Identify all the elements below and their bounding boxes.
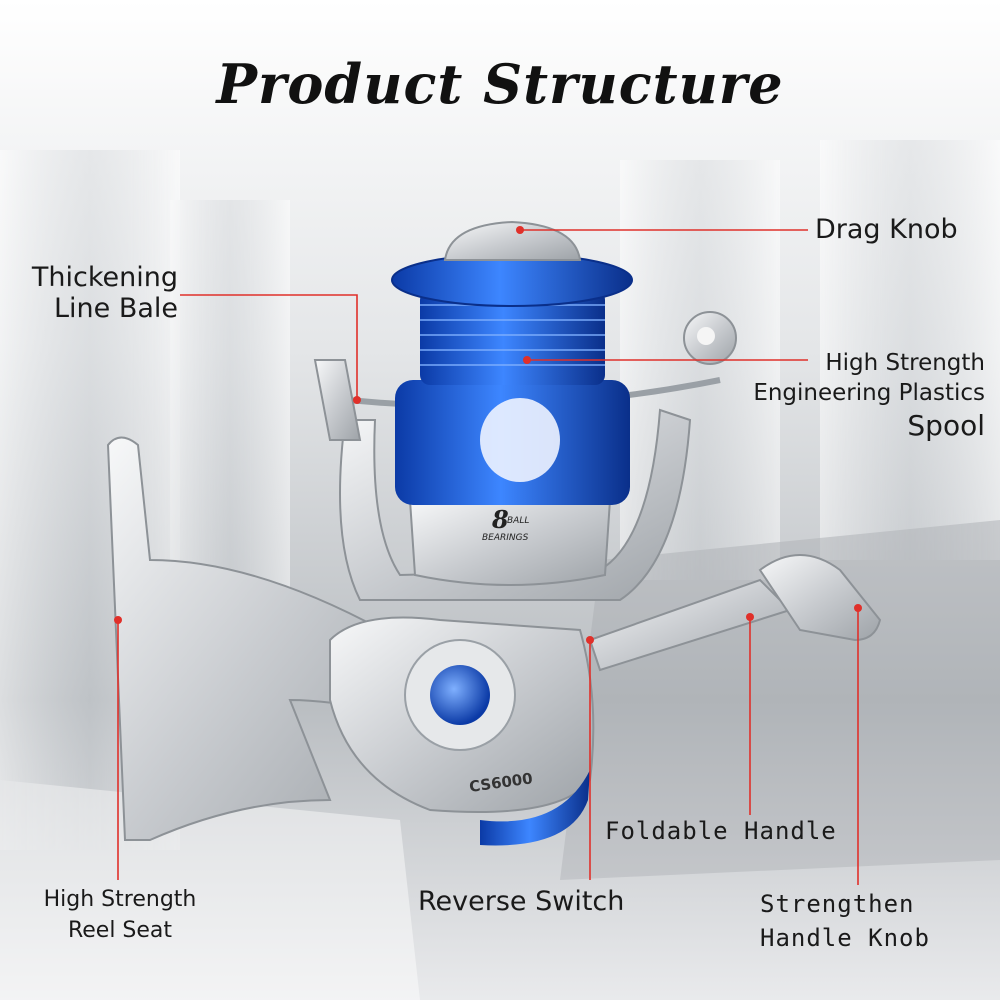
dot-handle-knob	[854, 604, 862, 612]
callout-lines	[117, 229, 859, 885]
ball-bearing-label-2: BEARINGS	[482, 533, 529, 543]
label-foldable-handle-text: Foldable Handle	[605, 817, 837, 845]
label-reverse-switch: Reverse Switch	[418, 886, 624, 917]
label-spool-line-3: Spool	[907, 409, 985, 442]
label-line-bale-line-1: Thickening	[31, 262, 178, 293]
label-drag-knob: Drag Knob	[815, 214, 958, 245]
label-handle-knob: Strengthen Handle Knob	[760, 887, 930, 955]
dot-spool	[523, 356, 531, 364]
label-spool-line-1: High Strength	[825, 350, 985, 376]
label-drag-knob-text: Drag Knob	[815, 214, 958, 245]
callout-dots	[114, 226, 862, 644]
label-handle-knob-line-1: Strengthen	[760, 890, 915, 918]
label-spool: High Strength Engineering Plastics Spool	[753, 348, 985, 444]
label-foldable-handle: Foldable Handle	[605, 814, 837, 848]
label-reel-seat: High Strength Reel Seat	[35, 884, 205, 946]
dot-reel-seat	[114, 616, 122, 624]
label-spool-line-2: Engineering Plastics	[753, 380, 985, 406]
label-handle-knob-line-2: Handle Knob	[760, 924, 930, 952]
dot-reverse-switch	[586, 636, 594, 644]
label-reel-seat-line-2: Reel Seat	[67, 918, 173, 943]
reel	[106, 220, 882, 846]
ball-bearing-number: 8	[491, 505, 509, 534]
label-line-bale: Thickening Line Bale	[10, 262, 178, 324]
label-reel-seat-line-1: High Strength	[43, 887, 197, 912]
page-title: Product Structure	[216, 52, 784, 116]
dot-line-bale	[353, 396, 361, 404]
ball-bearing-label-1: BALL	[507, 516, 529, 526]
label-line-bale-line-2: Line Bale	[53, 293, 178, 324]
label-reverse-switch-text: Reverse Switch	[418, 886, 625, 917]
dot-foldable-handle	[746, 613, 754, 621]
callout-line-line-bale	[180, 294, 358, 400]
dot-drag-knob	[516, 226, 524, 234]
